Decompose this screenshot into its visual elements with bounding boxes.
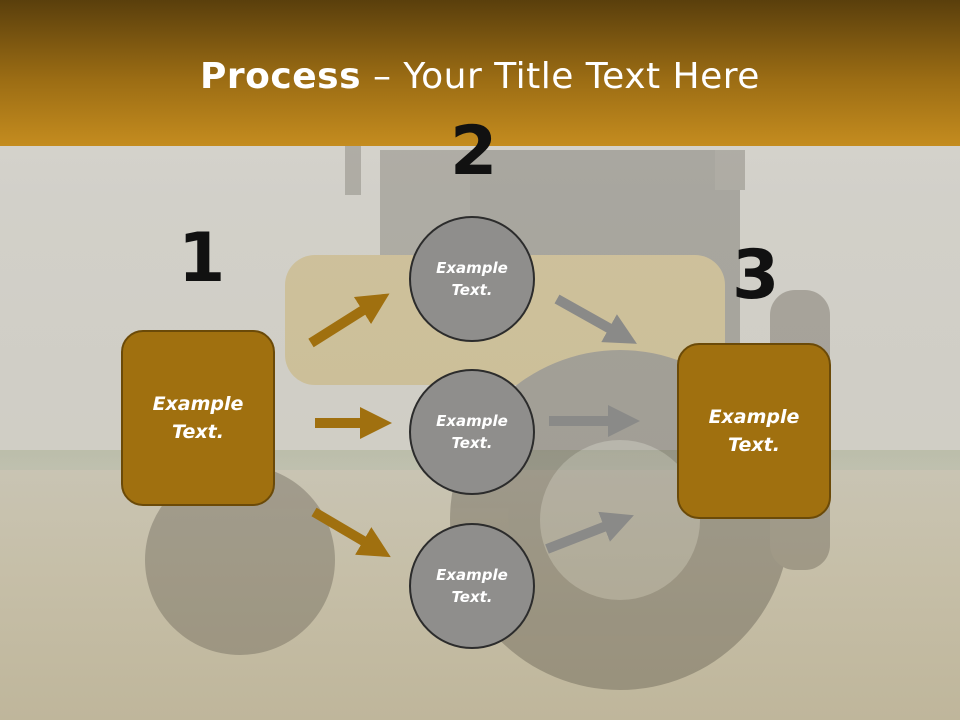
title-rest: – Your Title Text Here xyxy=(361,56,760,97)
left-box-line2: Text. xyxy=(172,421,224,443)
arrow-left-to-bottom xyxy=(311,507,391,558)
circle-bottom: Example Text. xyxy=(409,523,535,649)
circle-top-line1: Example xyxy=(436,258,508,277)
step-number-3: 3 xyxy=(732,236,780,315)
left-text-box: Example Text. xyxy=(121,330,275,506)
circle-top-line2: Text. xyxy=(451,281,493,299)
circle-bottom-line1: Example xyxy=(436,565,508,584)
slide-title: Process – Your Title Text Here xyxy=(200,56,760,146)
arrow-bottom-to-right xyxy=(545,511,634,554)
circle-middle-line1: Example xyxy=(436,411,508,430)
right-box-line1: Example xyxy=(708,405,800,428)
circle-middle-line2: Text. xyxy=(451,434,493,452)
title-bar: Process – Your Title Text Here xyxy=(0,0,960,146)
circle-middle: Example Text. xyxy=(409,369,535,495)
left-box-line1: Example xyxy=(152,392,244,415)
circle-bottom-line2: Text. xyxy=(451,588,493,606)
circle-top: Example Text. xyxy=(409,216,535,342)
title-bold: Process xyxy=(200,56,362,97)
arrow-left-to-top xyxy=(308,293,390,348)
step-number-1: 1 xyxy=(178,219,226,298)
right-text-box: Example Text. xyxy=(677,343,831,519)
right-box-line2: Text. xyxy=(728,434,780,456)
step-number-2: 2 xyxy=(450,112,498,191)
arrow-top-to-right xyxy=(554,294,637,344)
